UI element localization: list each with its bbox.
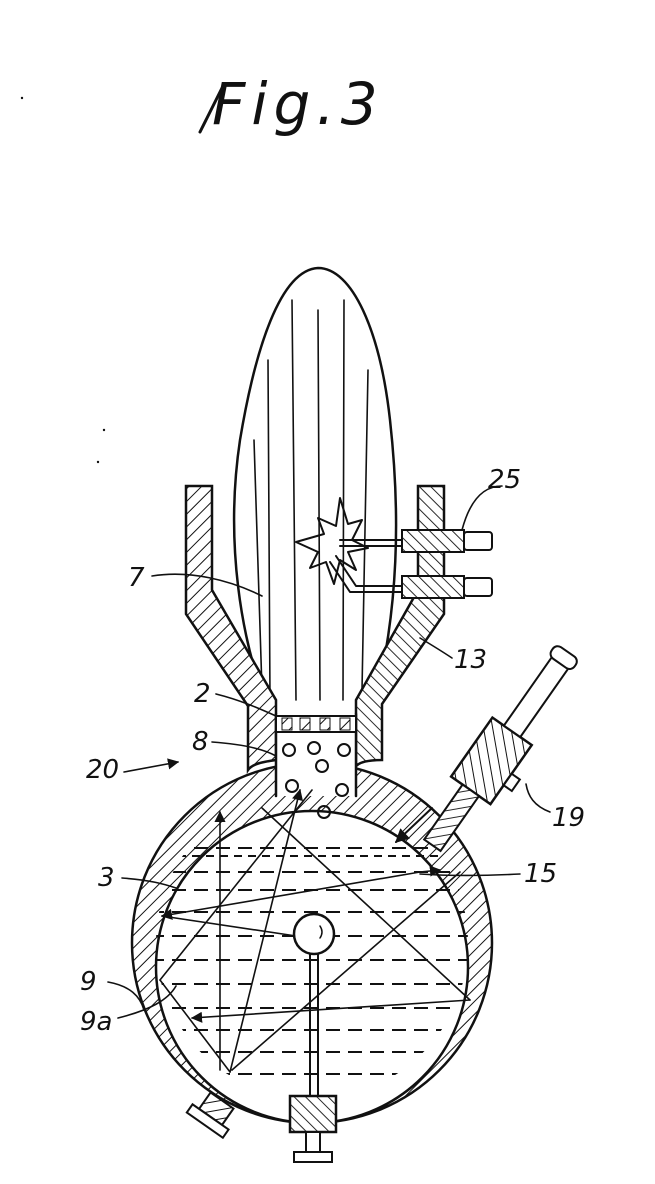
bottom-fitting (288, 1094, 338, 1163)
light-rays (159, 788, 471, 1073)
label-7: 7 (128, 563, 145, 593)
label-8: 8 (192, 727, 209, 757)
label-25: 25 (488, 465, 521, 495)
sensor-bulb (292, 912, 336, 956)
label-3: 3 (98, 863, 115, 893)
right-wall (354, 484, 446, 770)
vessel-wall (130, 761, 494, 1125)
label-9a: 9a (80, 1007, 112, 1037)
leader-lines (107, 485, 551, 1019)
gas-bubbles (282, 741, 351, 819)
label-20: 20 (86, 755, 119, 785)
spark-icon (295, 497, 369, 585)
label-13: 13 (454, 645, 487, 675)
flame-plume (232, 266, 398, 716)
label-15: 15 (524, 859, 557, 889)
label-19: 19 (552, 803, 585, 833)
label-2: 2 (194, 679, 211, 709)
label-9: 9 (80, 967, 97, 997)
scan-specks (20, 96, 106, 464)
title-underline (198, 86, 224, 134)
injector-spray (394, 807, 433, 843)
flame-streaks (253, 299, 369, 701)
left-wall (184, 484, 278, 775)
grid-element (275, 715, 357, 733)
figure-title: Fig.3 (212, 70, 384, 138)
injector-nozzle (422, 645, 578, 853)
igniter-electrodes (329, 529, 493, 599)
drain-knob (185, 1091, 235, 1140)
